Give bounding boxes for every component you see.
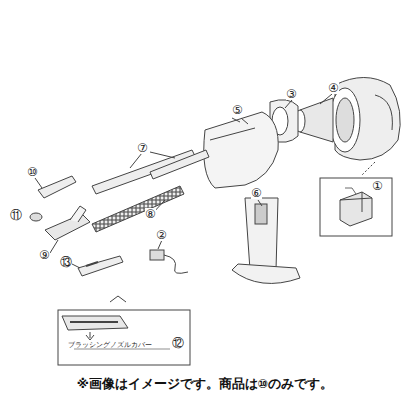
callout-number: ⑥ — [251, 187, 262, 199]
callout-number: ⑤ — [232, 104, 243, 116]
callout-number: ④ — [328, 82, 339, 94]
callout-number: ⑬ — [60, 256, 72, 268]
caption: ※画像はイメージです。商品は⑩のみです。 — [0, 376, 410, 393]
callout-number: ③ — [286, 88, 297, 100]
callout-number: ⑧ — [145, 208, 156, 220]
callout-number: ② — [156, 229, 167, 241]
part-name: ブラッシングノズルカバー — [68, 342, 152, 349]
callout-number: ⑨ — [39, 249, 50, 261]
callout-number: ① — [372, 180, 383, 192]
callout-number: ⑦ — [137, 142, 148, 154]
callout-number: ⑫ — [172, 337, 184, 349]
callout-number: ⑪ — [10, 209, 22, 221]
callout-number: ⑩ — [27, 166, 38, 178]
